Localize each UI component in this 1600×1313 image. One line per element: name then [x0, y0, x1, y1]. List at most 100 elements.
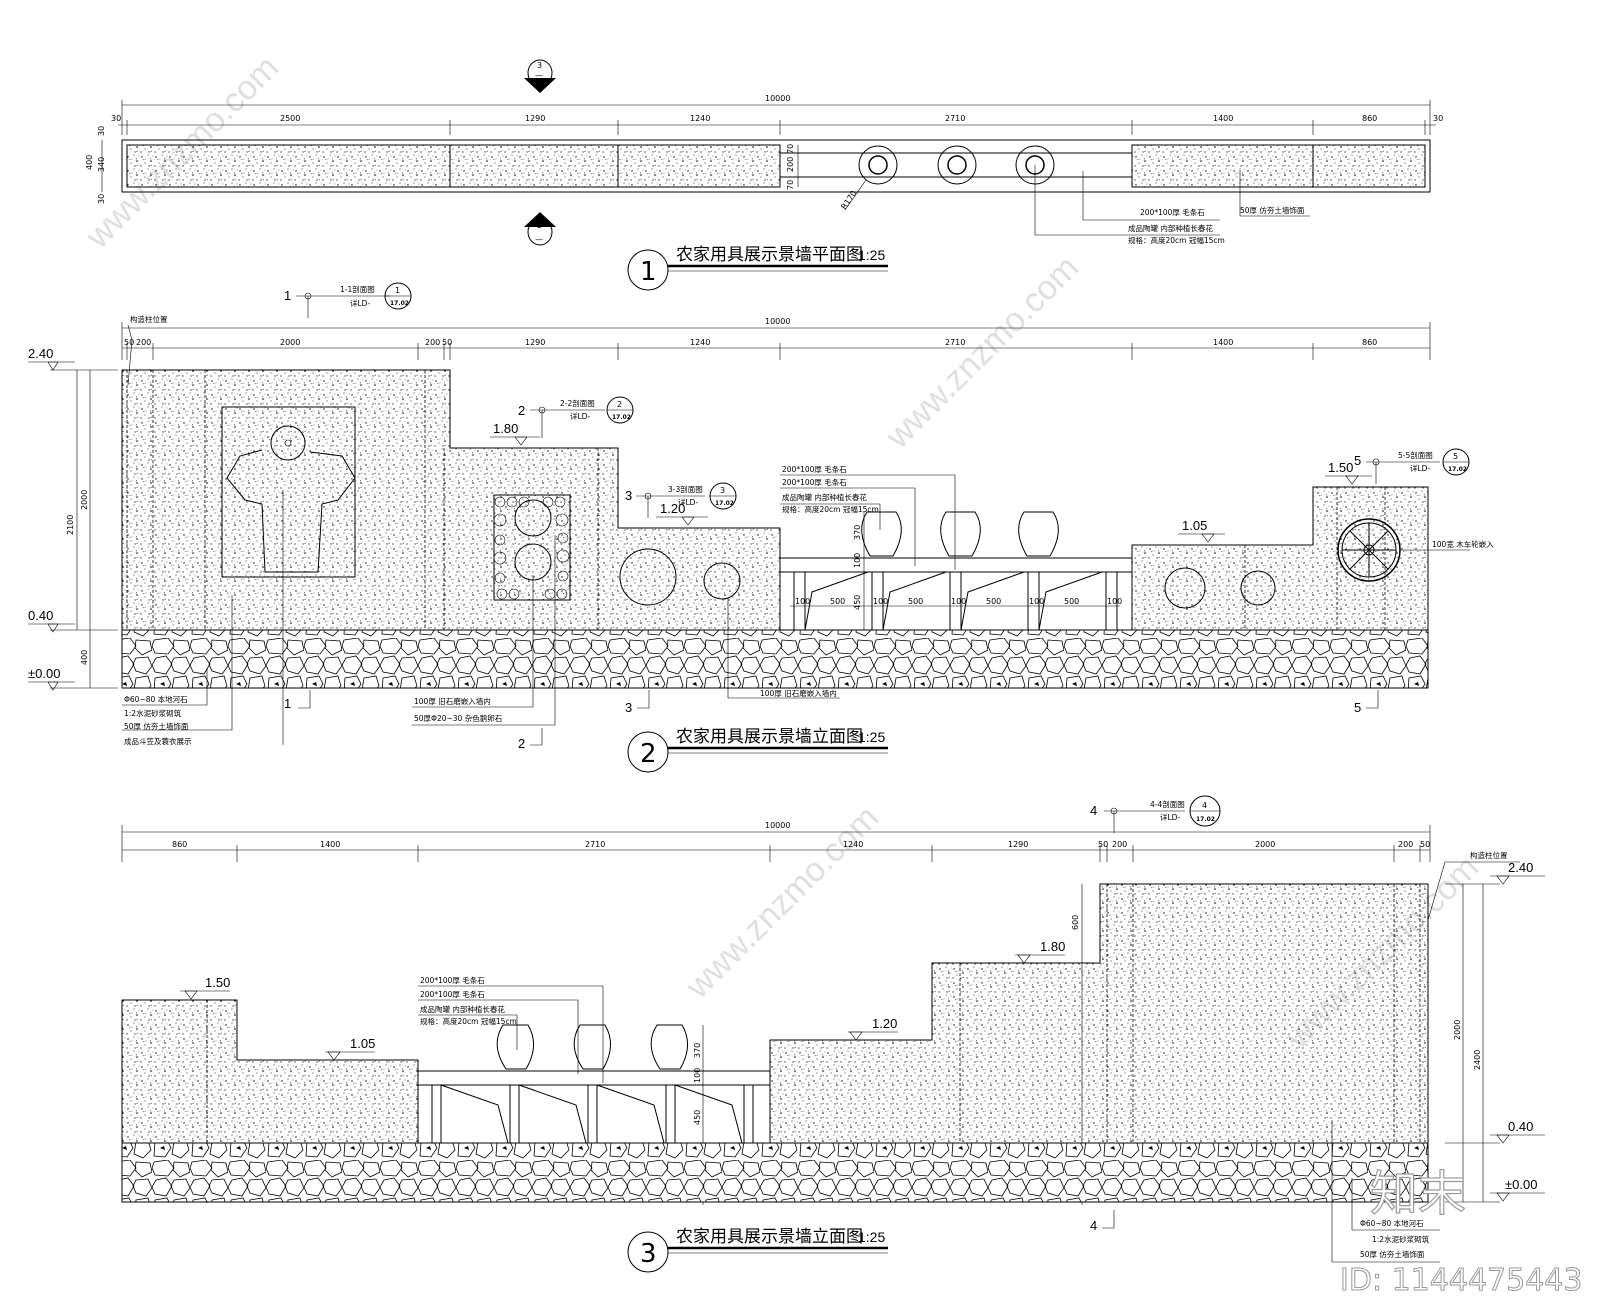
- svg-text:10000: 10000: [765, 317, 790, 326]
- svg-text:70: 70: [786, 144, 795, 154]
- section-ref-3[interactable]: 3 3-3剖面图 详LD- 3 17.02: [625, 482, 737, 518]
- svg-text:2: 2: [537, 221, 542, 230]
- watermark-id: ID: 1144475443: [1340, 1263, 1582, 1298]
- svg-text:3: 3: [640, 1239, 657, 1269]
- svg-text:±0.00: ±0.00: [28, 666, 60, 681]
- svg-text:±0.00: ±0.00: [1505, 1177, 1537, 1192]
- millstone-upper: [514, 499, 552, 537]
- svg-text:50: 50: [442, 338, 452, 347]
- svg-text:100: 100: [1107, 597, 1122, 606]
- svg-text:2: 2: [617, 400, 622, 409]
- svg-text:30: 30: [97, 126, 106, 136]
- svg-text:1-1剖面图: 1-1剖面图: [340, 284, 375, 294]
- svg-text:1.05: 1.05: [1182, 518, 1207, 533]
- svg-text:50厚 仿夯土墙饰面: 50厚 仿夯土墙饰面: [1240, 205, 1305, 215]
- svg-text:1.80: 1.80: [493, 421, 518, 436]
- svg-text:详LD-: 详LD-: [350, 298, 370, 308]
- watermark-brand: 知末: [1370, 1166, 1466, 1222]
- svg-text:1: 1: [284, 288, 291, 303]
- svg-text:2000: 2000: [1453, 1020, 1462, 1040]
- svg-text:Φ60~80 本地河石: Φ60~80 本地河石: [1360, 1218, 1424, 1228]
- pebbles: [493, 496, 570, 600]
- pebble-panel: [493, 494, 571, 601]
- svg-text:200*100厚 毛条石: 200*100厚 毛条石: [1140, 207, 1205, 217]
- elevation-3: 4 4-4剖面图 详LD- 4 17.02 10000 860 1400 271…: [121, 795, 1545, 1273]
- svg-text:1290: 1290: [525, 114, 545, 123]
- column-note: 构造柱位置: [1470, 850, 1508, 860]
- svg-text:4: 4: [1090, 803, 1097, 818]
- elevation-2-title: 农家用具展示景墙立面图: [676, 727, 863, 747]
- plan-total-dim: 10000: [765, 94, 790, 103]
- svg-text:340: 340: [97, 157, 106, 172]
- svg-text:详LD-: 详LD-: [678, 497, 698, 507]
- plan-jars: [858, 145, 1055, 185]
- svg-text:400: 400: [85, 155, 94, 170]
- section-ref-2[interactable]: 2 2-2剖面图 详LD- 2 17.02: [518, 396, 634, 438]
- straw-hat-display: [270, 425, 306, 461]
- svg-text:规格：高度20cm 冠幅15cm: 规格：高度20cm 冠幅15cm: [420, 1016, 517, 1026]
- svg-text:2.40: 2.40: [28, 346, 53, 361]
- svg-text:200: 200: [1398, 840, 1413, 849]
- svg-text:100: 100: [795, 597, 810, 606]
- svg-text:450: 450: [693, 1110, 702, 1125]
- svg-text:500: 500: [830, 597, 845, 606]
- svg-text:1:25: 1:25: [858, 247, 885, 263]
- svg-text:5: 5: [1354, 453, 1361, 468]
- section-marker-2[interactable]: 2 —: [524, 212, 556, 246]
- plan-view: 3 — 2 — 10000 30 2500 1290 1240 2710 140…: [85, 59, 1443, 291]
- svg-text:200*100厚 毛条石: 200*100厚 毛条石: [420, 975, 485, 985]
- svg-text:5-5剖面图: 5-5剖面图: [1398, 450, 1433, 460]
- plan-outline: [121, 139, 1431, 193]
- millstone-right-1: [1164, 567, 1206, 609]
- svg-text:200: 200: [786, 157, 795, 172]
- svg-text:30: 30: [111, 114, 121, 123]
- section-ref-5[interactable]: 5 5-5剖面图 详LD- 5 17.02: [1354, 448, 1470, 484]
- svg-text:详LD-: 详LD-: [570, 411, 590, 421]
- svg-text:2000: 2000: [1255, 840, 1275, 849]
- millstone-small: [703, 562, 741, 600]
- svg-text:500: 500: [1064, 597, 1079, 606]
- svg-text:200*100厚 毛条石: 200*100厚 毛条石: [782, 477, 847, 487]
- svg-text:17.02: 17.02: [715, 500, 734, 507]
- svg-text:450: 450: [853, 595, 862, 610]
- ceramic-jar: [861, 511, 902, 557]
- svg-text:成品陶罐 内部种植长春花: 成品陶罐 内部种植长春花: [1128, 223, 1213, 233]
- svg-text:2: 2: [518, 403, 525, 418]
- svg-text:2100: 2100: [66, 515, 75, 535]
- svg-text:Φ60~80 本地河石: Φ60~80 本地河石: [124, 694, 188, 704]
- svg-text:2500: 2500: [280, 114, 300, 123]
- svg-text:—: —: [535, 71, 543, 80]
- svg-text:100厚 旧石磨嵌入墙内: 100厚 旧石磨嵌入墙内: [760, 688, 837, 698]
- svg-text:1400: 1400: [1213, 114, 1233, 123]
- svg-text:1:2水泥砂浆砌筑: 1:2水泥砂浆砌筑: [124, 708, 182, 718]
- svg-text:1240: 1240: [690, 338, 710, 347]
- svg-text:4: 4: [1202, 801, 1207, 810]
- svg-text:1: 1: [395, 286, 400, 295]
- svg-text:100: 100: [693, 1068, 702, 1083]
- svg-text:2000: 2000: [280, 338, 300, 347]
- svg-text:17.02: 17.02: [1448, 466, 1467, 473]
- rammed-earth-wall-left: [121, 999, 419, 1144]
- svg-text:3: 3: [720, 486, 725, 495]
- svg-text:3: 3: [537, 61, 542, 70]
- svg-text:1:25: 1:25: [858, 1229, 885, 1245]
- ceramic-jar: [573, 1024, 611, 1070]
- svg-text:100: 100: [853, 553, 862, 568]
- section-ref-4[interactable]: 4 4-4剖面图 详LD- 4 17.02: [1090, 795, 1221, 833]
- section-ref-1[interactable]: 1 1-1剖面图 详LD- 1 17.02: [284, 282, 412, 318]
- svg-text:500: 500: [986, 597, 1001, 606]
- millstone-large: [619, 548, 677, 606]
- svg-text:600: 600: [1071, 915, 1080, 930]
- svg-text:370: 370: [693, 1043, 702, 1058]
- svg-text:50: 50: [1098, 840, 1108, 849]
- svg-text:0.40: 0.40: [28, 608, 53, 623]
- svg-text:1.80: 1.80: [1040, 939, 1065, 954]
- svg-text:2: 2: [518, 736, 525, 751]
- niche-panel: [221, 406, 356, 578]
- svg-text:5: 5: [1453, 452, 1458, 461]
- river-stone-base: [121, 629, 1429, 689]
- section-marker-3[interactable]: 3 —: [524, 59, 556, 93]
- svg-text:100宽 木车轮嵌入: 100宽 木车轮嵌入: [1432, 539, 1494, 549]
- svg-text:2: 2: [640, 739, 657, 769]
